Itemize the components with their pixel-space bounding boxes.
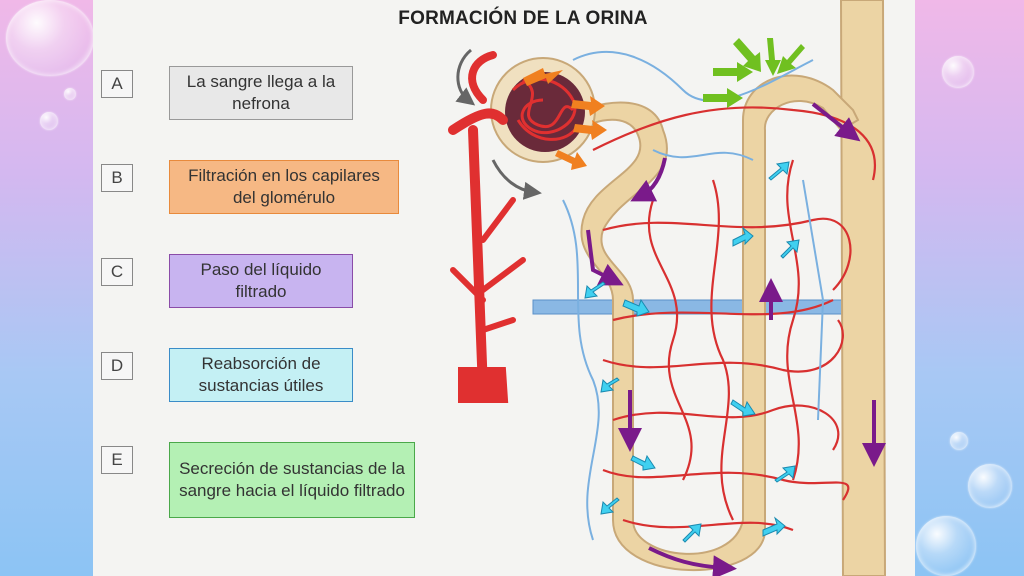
bubble-decoration — [64, 88, 76, 100]
grey-flow-arrow — [455, 48, 476, 106]
renal-artery — [448, 108, 508, 395]
glomerulus — [505, 72, 585, 152]
step-letter-a: A — [101, 70, 133, 98]
renal-tubule — [561, 74, 860, 572]
nephron-diagram — [448, 0, 887, 576]
step-label-a: La sangre llega a la nefrona — [169, 66, 353, 120]
step-letter-b: B — [101, 164, 133, 192]
step-label-e: Secreción de sustancias de la sangre hac… — [169, 442, 415, 518]
bubble-decoration — [40, 112, 58, 130]
bubble-decoration — [942, 56, 974, 88]
filtration-arrows — [523, 68, 607, 170]
step-letter-c: C — [101, 258, 133, 286]
tubular-flow-arrows — [586, 102, 886, 576]
slide-content: FORMACIÓN DE LA ORINA A La sangre llega … — [93, 0, 915, 576]
step-label-b: Filtración en los capilares del glomérul… — [169, 160, 399, 214]
renal-artery-branch — [450, 197, 526, 403]
bubble-decoration — [950, 432, 968, 450]
slide-title: FORMACIÓN DE LA ORINA — [398, 8, 648, 29]
bubble-decoration — [968, 464, 1012, 508]
grey-flow-arrow — [491, 159, 542, 200]
step-letter-e: E — [101, 446, 133, 474]
bubble-decoration — [6, 0, 94, 76]
bubble-decoration — [916, 516, 976, 576]
peritubular-capillaries — [592, 106, 876, 532]
reabsorption-arrows — [584, 161, 800, 543]
step-label-c: Paso del líquido filtrado — [169, 254, 353, 308]
step-label-d: Reabsorción de sustancias útiles — [169, 348, 353, 402]
renal-artery-top — [468, 51, 497, 104]
secretion-arrows — [703, 38, 805, 108]
step-letter-d: D — [101, 352, 133, 380]
venous-capillaries — [562, 51, 825, 541]
